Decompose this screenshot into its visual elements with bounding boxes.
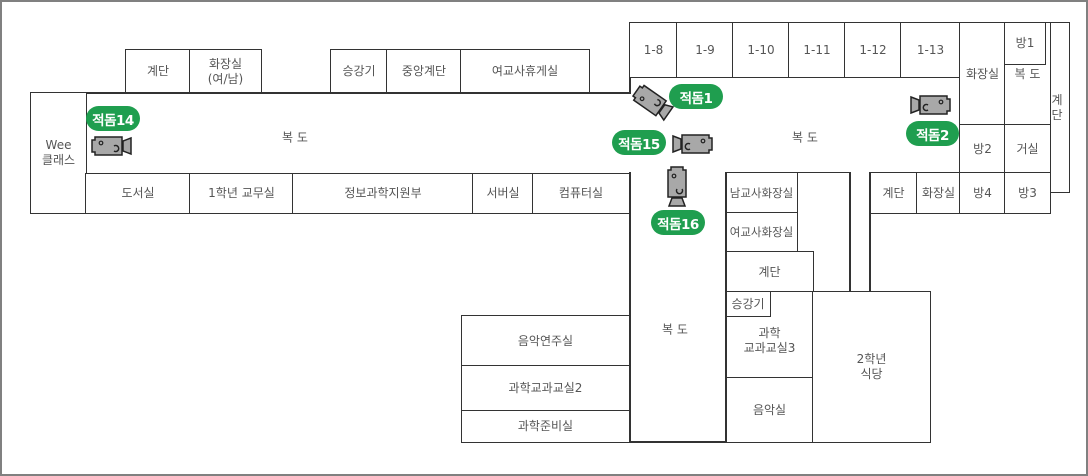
cctv-camera-icon[interactable] — [665, 165, 689, 207]
room-label: 1-9 — [695, 42, 715, 57]
room-label: 여교사휴게실 — [491, 64, 559, 78]
room-1-13: 1-13 — [900, 22, 961, 78]
room-1-12: 1-12 — [844, 22, 902, 78]
room-science-prep: 과학준비실 — [461, 410, 630, 443]
room-label: 거실 — [1016, 141, 1039, 156]
room-label: 계단 — [758, 264, 781, 279]
room-elevator-top: 승강기 — [330, 49, 388, 94]
camera-badge-2[interactable]: 적돔2 — [906, 121, 959, 146]
room-label: 방4 — [973, 185, 992, 200]
room-library: 도서실 — [85, 173, 191, 214]
room-3: 방3 — [1004, 172, 1051, 214]
room-music: 음악실 — [725, 377, 814, 443]
room-central-stairs: 중앙계단 — [386, 49, 462, 94]
camera-badge-1[interactable]: 적돔1 — [669, 84, 723, 109]
wall — [629, 172, 631, 442]
room-label: 도서실 — [121, 186, 155, 200]
room-label: 1학년 교무실 — [208, 186, 275, 200]
room-label: 방1 — [1015, 36, 1035, 50]
room-1: 방1 — [1004, 22, 1046, 65]
room-stairs-center: 계단 — [725, 251, 814, 293]
room-label: 계단 — [882, 185, 905, 200]
room-2: 방2 — [959, 124, 1006, 174]
room-label: 음악연주실 — [517, 333, 574, 348]
room-label: 복 도 — [1014, 66, 1041, 81]
room-music-practice: 음악연주실 — [461, 315, 630, 367]
room-living: 거실 — [1004, 124, 1051, 174]
room-label: 중앙계단 — [401, 64, 447, 78]
camera-badge-16[interactable]: 적돔16 — [651, 210, 705, 235]
room-restroom-right: 화장실 — [959, 22, 1006, 126]
room-label: 과학교과교실2 — [508, 381, 583, 395]
room-label: 화장실 (여/남) — [207, 56, 244, 86]
wall — [725, 172, 727, 443]
room-label: 1-11 — [803, 42, 831, 57]
room-server: 서버실 — [472, 173, 534, 214]
room-label: 정보과학지원부 — [344, 186, 422, 200]
wall — [869, 172, 871, 293]
room-label: 계 단 — [1051, 92, 1063, 122]
room-label: 1-12 — [859, 42, 887, 57]
room-label: 방3 — [1018, 185, 1037, 200]
room-grade1-office: 1학년 교무실 — [189, 173, 294, 214]
room-1-11: 1-11 — [788, 22, 846, 78]
room-stairs-left: 계단 — [125, 49, 191, 94]
room-label: 화장실 — [965, 66, 1000, 81]
corridor-label-bottom: 복 도 — [662, 322, 688, 337]
room-1-8: 1-8 — [629, 22, 678, 78]
room-wee-class: Wee 클래스 — [30, 92, 87, 214]
room-label: 1-13 — [916, 42, 945, 57]
camera-badge-14[interactable]: 적돔14 — [86, 106, 140, 131]
room-label: 화장실 — [921, 185, 956, 200]
room-label: Wee 클래스 — [41, 138, 76, 167]
room-label: 컴퓨터실 — [558, 186, 604, 200]
cctv-camera-icon[interactable] — [90, 134, 132, 158]
corridor-label-left: 복 도 — [282, 130, 308, 145]
room-female-teacher-lounge: 여교사휴게실 — [460, 49, 590, 94]
wall — [629, 441, 726, 443]
room-label: 승강기 — [731, 296, 765, 311]
room-restroom: 화장실 (여/남) — [189, 49, 262, 94]
room-label: 방2 — [973, 141, 992, 156]
room-label: 1-8 — [643, 42, 664, 57]
room-label: 여교사화장실 — [729, 225, 794, 239]
room-grade2-cafeteria: 2학년 식당 — [812, 291, 931, 443]
room-female-teacher-restroom: 여교사화장실 — [725, 212, 798, 253]
room-elevator-center: 승강기 — [725, 291, 771, 317]
cctv-camera-icon[interactable] — [672, 132, 714, 156]
room-label: 1-10 — [747, 42, 775, 57]
room-info-science: 정보과학지원부 — [292, 173, 474, 214]
room-label: 과학준비실 — [517, 419, 574, 433]
room-label: 2학년 식당 — [856, 352, 887, 381]
corridor-label-right: 복 도 — [792, 130, 818, 145]
room-1-9: 1-9 — [676, 22, 734, 78]
cctv-camera-icon[interactable] — [910, 93, 952, 117]
room-4: 방4 — [959, 172, 1006, 214]
room-stairs-right: 계단 — [869, 172, 918, 214]
room-label: 과학 교과교실3 — [743, 326, 796, 355]
room-label: 서버실 — [486, 186, 520, 200]
room-label: 승강기 — [342, 64, 376, 78]
camera-badge-15[interactable]: 적돔15 — [612, 130, 666, 155]
room-label: 음악실 — [752, 402, 787, 417]
room-science2: 과학교과교실2 — [461, 365, 630, 412]
wall — [30, 92, 630, 94]
room-male-teacher-restroom: 남교사화장실 — [725, 172, 798, 214]
room-computer: 컴퓨터실 — [532, 173, 630, 214]
room-restroom-right-bottom: 화장실 — [916, 172, 961, 214]
room-label: 계단 — [146, 64, 170, 78]
room-label: 남교사화장실 — [729, 185, 794, 200]
room-1-10: 1-10 — [732, 22, 790, 78]
